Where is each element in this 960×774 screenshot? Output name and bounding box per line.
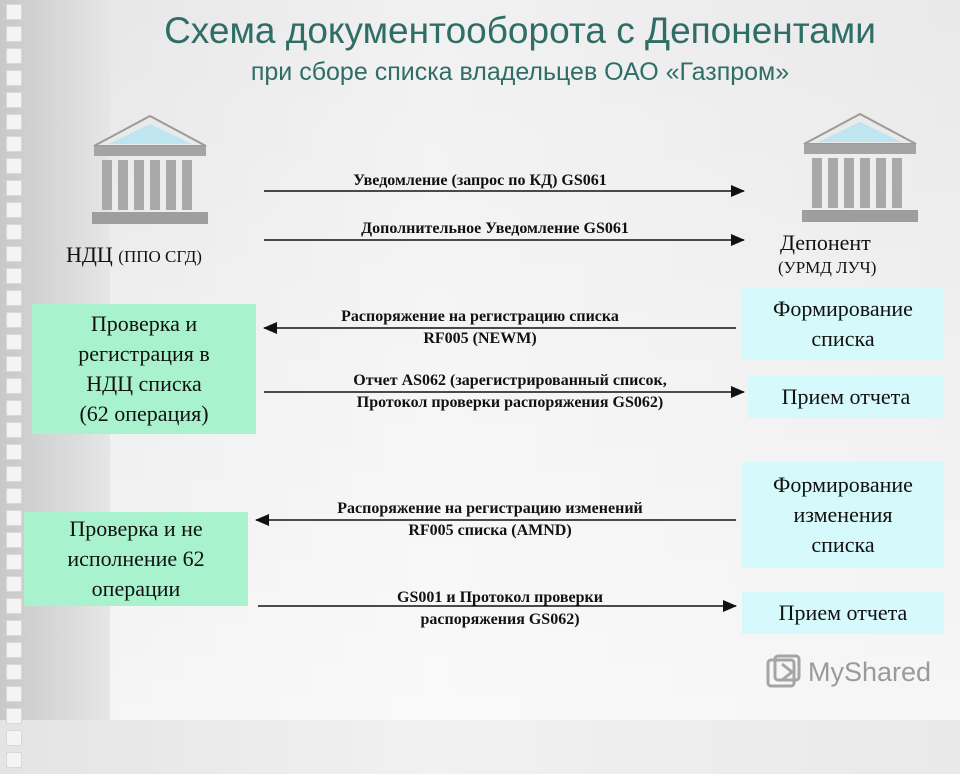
box-check-not-exec-line1: Проверка и не bbox=[69, 516, 203, 541]
myshared-logo-icon bbox=[766, 654, 801, 688]
message-additional-notification: Дополнительное Уведомление GS061 bbox=[361, 220, 629, 237]
box-form-list: Формирование списка bbox=[742, 288, 944, 360]
message-register-order-line1: Распоряжение на регистрацию списка bbox=[341, 308, 619, 325]
message-gs001-line2: распоряжения GS062) bbox=[420, 611, 580, 628]
message-register-changes: Распоряжение на регистрацию изменений RF… bbox=[270, 498, 710, 542]
message-register-order: Распоряжение на регистрацию списка RF005… bbox=[280, 306, 680, 350]
message-report-line1: Отчет AS062 (зарегистрированный список, bbox=[353, 372, 667, 389]
box-check-not-exec-line2: исполнение 62 bbox=[67, 546, 205, 571]
box-form-list-line1: Формирование bbox=[773, 296, 913, 321]
message-register-order-line2: RF005 (NEWM) bbox=[423, 330, 537, 347]
box-check-register-line1: Проверка и bbox=[90, 311, 198, 336]
right-party-detail: (УРМД ЛУЧ) bbox=[778, 258, 877, 277]
box-receive-report-1: Прием отчета bbox=[748, 376, 944, 418]
message-register-changes-line1: Распоряжение на регистрацию изменений bbox=[337, 500, 643, 517]
box-check-not-exec-line3: операции bbox=[91, 576, 181, 601]
box-check-register-line4: (62 операция) bbox=[79, 401, 209, 426]
box-check-register: Проверка и регистрация в НДЦ списка (62 … bbox=[32, 304, 256, 434]
box-receive-report-2: Прием отчета bbox=[742, 592, 944, 634]
watermark: MyShared bbox=[766, 654, 931, 690]
box-check-register-line2: регистрация в bbox=[78, 341, 210, 366]
left-party-label: НДЦ (ППО СГД) bbox=[66, 242, 202, 268]
left-party-name: НДЦ bbox=[66, 242, 113, 267]
message-register-changes-line2: RF005 списка (AMND) bbox=[408, 522, 572, 539]
slide-subtitle: при сборе списка владельцев ОАО «Газпром… bbox=[250, 58, 790, 86]
box-form-changes-line3: списка bbox=[811, 532, 875, 557]
message-gs001-line1: GS001 и Протокол проверки bbox=[397, 589, 603, 606]
right-party-name: Депонент bbox=[780, 230, 871, 255]
right-building-icon bbox=[802, 112, 918, 222]
message-notification: Уведомление (запрос по КД) GS061 bbox=[353, 172, 607, 189]
box-form-changes-line1: Формирование bbox=[773, 472, 913, 497]
left-building-icon bbox=[92, 114, 208, 224]
box-check-register-line3: НДЦ списка bbox=[86, 371, 202, 396]
box-form-list-line2: списка bbox=[811, 326, 875, 351]
message-report-line2: Протокол проверки распоряжения GS062) bbox=[356, 394, 664, 411]
box-check-not-exec: Проверка и не исполнение 62 операции bbox=[24, 512, 248, 606]
message-report: Отчет AS062 (зарегистрированный список, … bbox=[290, 370, 730, 414]
box-form-changes: Формирование изменения списка bbox=[742, 462, 944, 568]
message-gs001: GS001 и Протокол проверки распоряжения G… bbox=[330, 587, 670, 631]
arrows-layer bbox=[255, 185, 745, 612]
box-form-changes-line2: изменения bbox=[793, 502, 893, 527]
watermark-text: MyShared bbox=[808, 656, 932, 687]
left-party-detail: (ППО СГД) bbox=[118, 247, 202, 266]
slide-title: Схема документооборота с Депонентами bbox=[164, 10, 876, 51]
